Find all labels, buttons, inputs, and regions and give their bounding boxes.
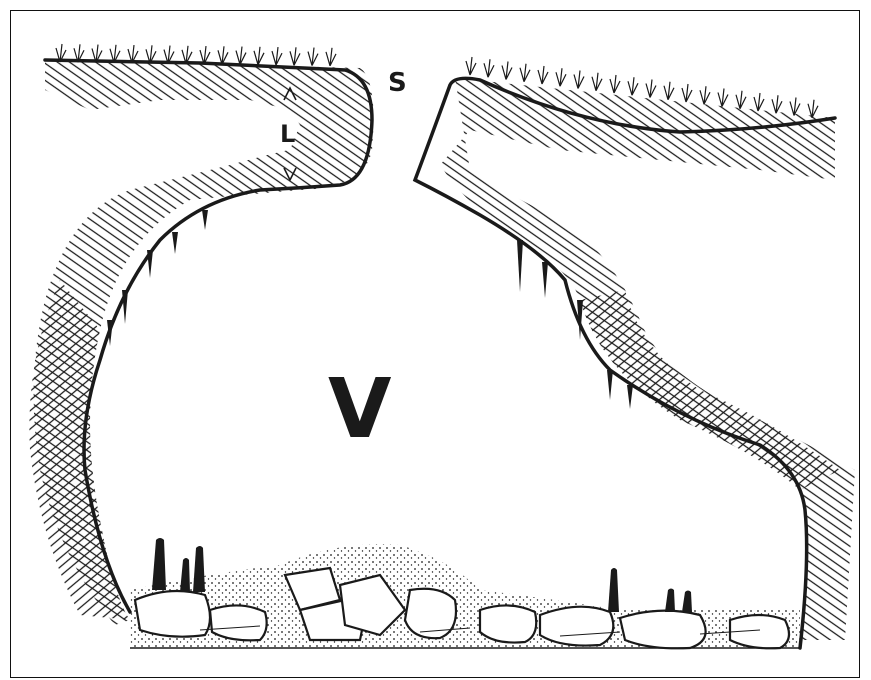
grass-tuft [520,64,530,82]
grass-tuft [272,47,282,65]
stalactite [627,385,633,409]
stalactite [122,290,128,324]
left-rock-wall [29,60,373,625]
grass-tuft [664,82,674,100]
grass-tuft [290,47,300,65]
grass-tuft [538,66,548,84]
grass-tuft [808,100,818,118]
grass-tuft [308,48,318,66]
grass-tuft [628,77,638,95]
grass-tuft [610,75,620,93]
grass-tuft [790,98,800,116]
grass-tuft [218,46,228,64]
grass-tuft [574,71,584,89]
stalactite [607,370,613,400]
stalactite [147,250,153,278]
grass-tuft [466,57,476,75]
stalactite [542,262,548,298]
cave-floor-rubble [130,538,800,648]
grass-tuft [484,59,494,77]
grass-tuft [254,47,264,65]
grass-tuft [236,47,246,65]
grass-tuft [772,95,782,113]
grass-tuft [592,73,602,91]
void-label: V [328,362,391,457]
stalactite [202,210,208,230]
grass-tuft [646,80,656,98]
grass-tuft [718,89,728,107]
grass-tuft [736,91,746,109]
grass-tuft [700,86,710,104]
grass-tuft [754,93,764,111]
grass-tuft [502,62,512,80]
sinkhole-opening-label: S [388,68,407,98]
grass-tuft [556,68,566,86]
stalactite [172,232,178,254]
grass-tuft [326,48,336,66]
grass-tuft [682,84,692,102]
stalactite [517,240,523,292]
roof-thickness-label: L [280,120,295,148]
right-rock-wall [440,78,855,640]
